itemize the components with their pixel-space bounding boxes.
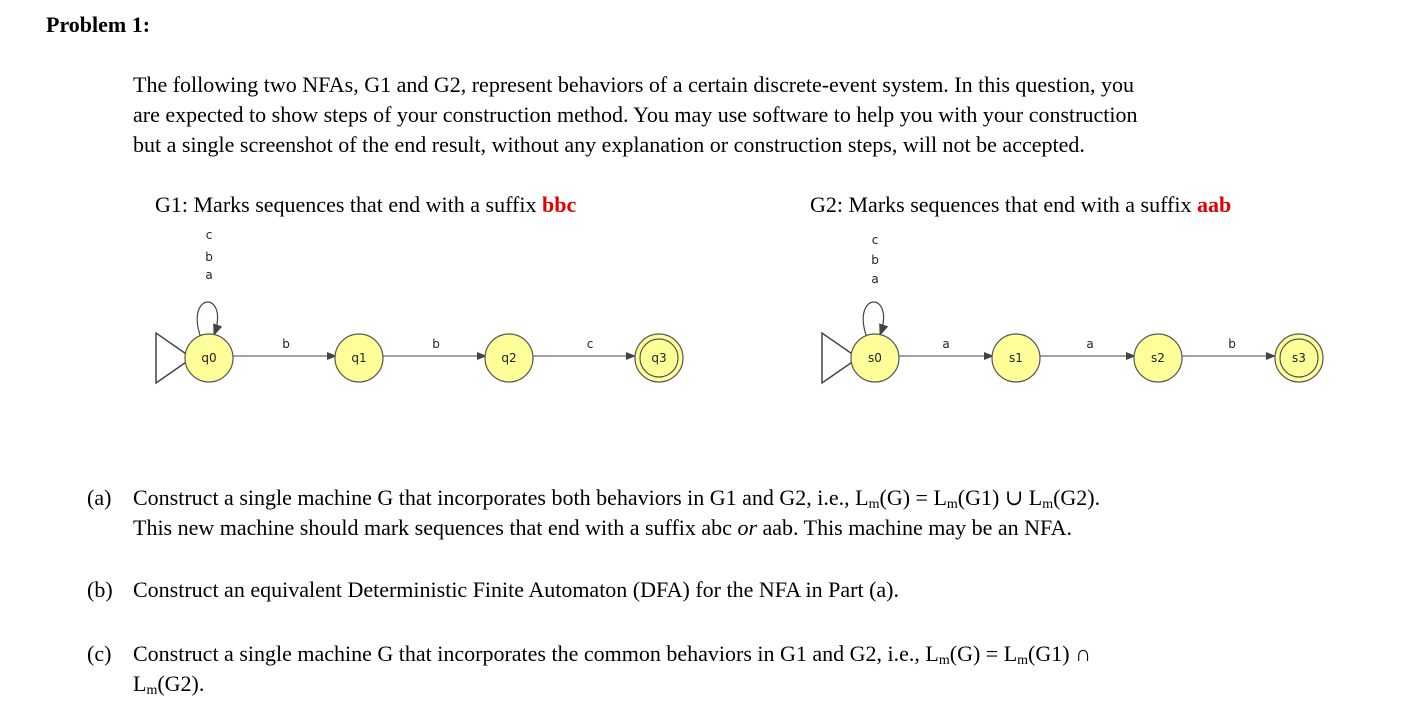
g2-suffix-highlight: aab — [1196, 192, 1232, 217]
question-c-label: (c) — [87, 641, 112, 666]
question-a-text-2: (G) = L — [879, 485, 947, 510]
g2-caption: G2: Marks sequences that end with a suff… — [810, 192, 1231, 218]
g1-loop-label-c: c — [206, 228, 213, 242]
question-a-or: or — [737, 515, 757, 540]
g1-state-label-q1: q1 — [351, 351, 366, 365]
question-a-label: (a) — [87, 485, 112, 510]
g2-state-s3-inner — [1279, 338, 1319, 378]
g1-state-label-q0: q0 — [201, 351, 216, 365]
g1-state-q3-inner — [639, 338, 679, 378]
question-a-line-2: This new machine should mark sequences t… — [133, 515, 1072, 541]
g1-loop-label-b: b — [205, 250, 213, 264]
g2-state-s1 — [991, 333, 1041, 383]
intro-paragraph: The following two NFAs, G1 and G2, repre… — [133, 70, 1348, 160]
question-a-line2-end: aab. This machine may be an NFA. — [757, 515, 1073, 540]
g2-edge-label-b: b — [1228, 337, 1236, 351]
g1-state-q2 — [484, 333, 534, 383]
question-a: (a) Construct a single machine G that inc… — [87, 485, 1100, 513]
question-c-line2-end: (G2). — [157, 671, 205, 696]
g1-caption-text: G1: Marks sequences that end with a suff… — [155, 192, 542, 217]
g2-state-label-s3: s3 — [1292, 351, 1306, 365]
g1-nfa-diagram: c b a b b c q0 q1 q2 q3 — [155, 228, 684, 385]
question-c-line2-L: L — [133, 671, 147, 696]
intro-line-1: The following two NFAs, G1 and G2, repre… — [133, 72, 1134, 97]
question-c-sub-2: m — [1017, 653, 1029, 668]
question-c-line-2: Lm(G2). — [133, 671, 204, 699]
g2-initial-arrow — [821, 331, 860, 385]
g1-state-q1 — [334, 333, 384, 383]
g2-state-label-s0: s0 — [868, 351, 882, 365]
g2-edge-label-a1: a — [942, 337, 949, 351]
question-b-label: (b) — [87, 577, 113, 602]
question-a-sub-3: m — [1042, 497, 1054, 512]
g1-edge-label-c: c — [587, 337, 594, 351]
question-c-text-2: (G) = L — [949, 641, 1018, 666]
g1-state-q0 — [184, 333, 234, 383]
g1-edge-label-b1: b — [282, 337, 290, 351]
g1-self-loop-arrow — [196, 301, 223, 337]
question-c-sub-3: m — [146, 683, 158, 698]
g2-loop-label-c: c — [872, 233, 879, 247]
question-a-text-1: Construct a single machine G that incorp… — [133, 485, 869, 510]
g1-loop-label-a: a — [205, 268, 212, 282]
question-a-text-3: (G1) ∪ L — [957, 485, 1043, 510]
question-a-line2-text: This new machine should mark sequences t… — [133, 515, 738, 540]
question-c-text-1: Construct a single machine G that incorp… — [133, 641, 939, 666]
g1-suffix-highlight: bbc — [541, 192, 577, 217]
question-b-text: Construct an equivalent Deterministic Fi… — [133, 577, 899, 602]
question-b: (b) Construct an equivalent Deterministic… — [87, 577, 899, 603]
question-c-text-3: (G1) ∩ — [1028, 641, 1091, 666]
problem-title: Problem 1: — [46, 12, 151, 37]
g1-edge-label-b2: b — [432, 337, 440, 351]
question-a-text-4: (G2). — [1053, 485, 1101, 510]
g1-state-label-q2: q2 — [501, 351, 516, 365]
g2-loop-label-b: b — [871, 253, 879, 267]
g2-caption-text: G2: Marks sequences that end with a suff… — [810, 192, 1197, 217]
g2-state-label-s1: s1 — [1009, 351, 1023, 365]
g2-edge-label-a2: a — [1086, 337, 1093, 351]
question-a-sub-1: m — [868, 497, 880, 512]
g1-initial-arrow — [155, 331, 194, 385]
intro-line-2: are expected to show steps of your const… — [133, 102, 1138, 127]
g2-state-s2 — [1133, 333, 1183, 383]
g2-self-loop-arrow — [862, 301, 889, 337]
g2-state-label-s2: s2 — [1151, 351, 1165, 365]
intro-line-3: but a single screenshot of the end resul… — [133, 132, 1085, 157]
question-c: (c) Construct a single machine G that inc… — [87, 641, 1091, 669]
question-c-sub-1: m — [938, 653, 950, 668]
g2-state-s0 — [850, 333, 900, 383]
g2-loop-label-a: a — [871, 272, 878, 286]
g2-nfa-diagram: c b a a a b s0 s1 s2 s3 — [821, 233, 1324, 385]
question-a-sub-2: m — [946, 497, 958, 512]
g1-caption: G1: Marks sequences that end with a suff… — [155, 192, 576, 218]
g1-state-label-q3: q3 — [651, 351, 666, 365]
